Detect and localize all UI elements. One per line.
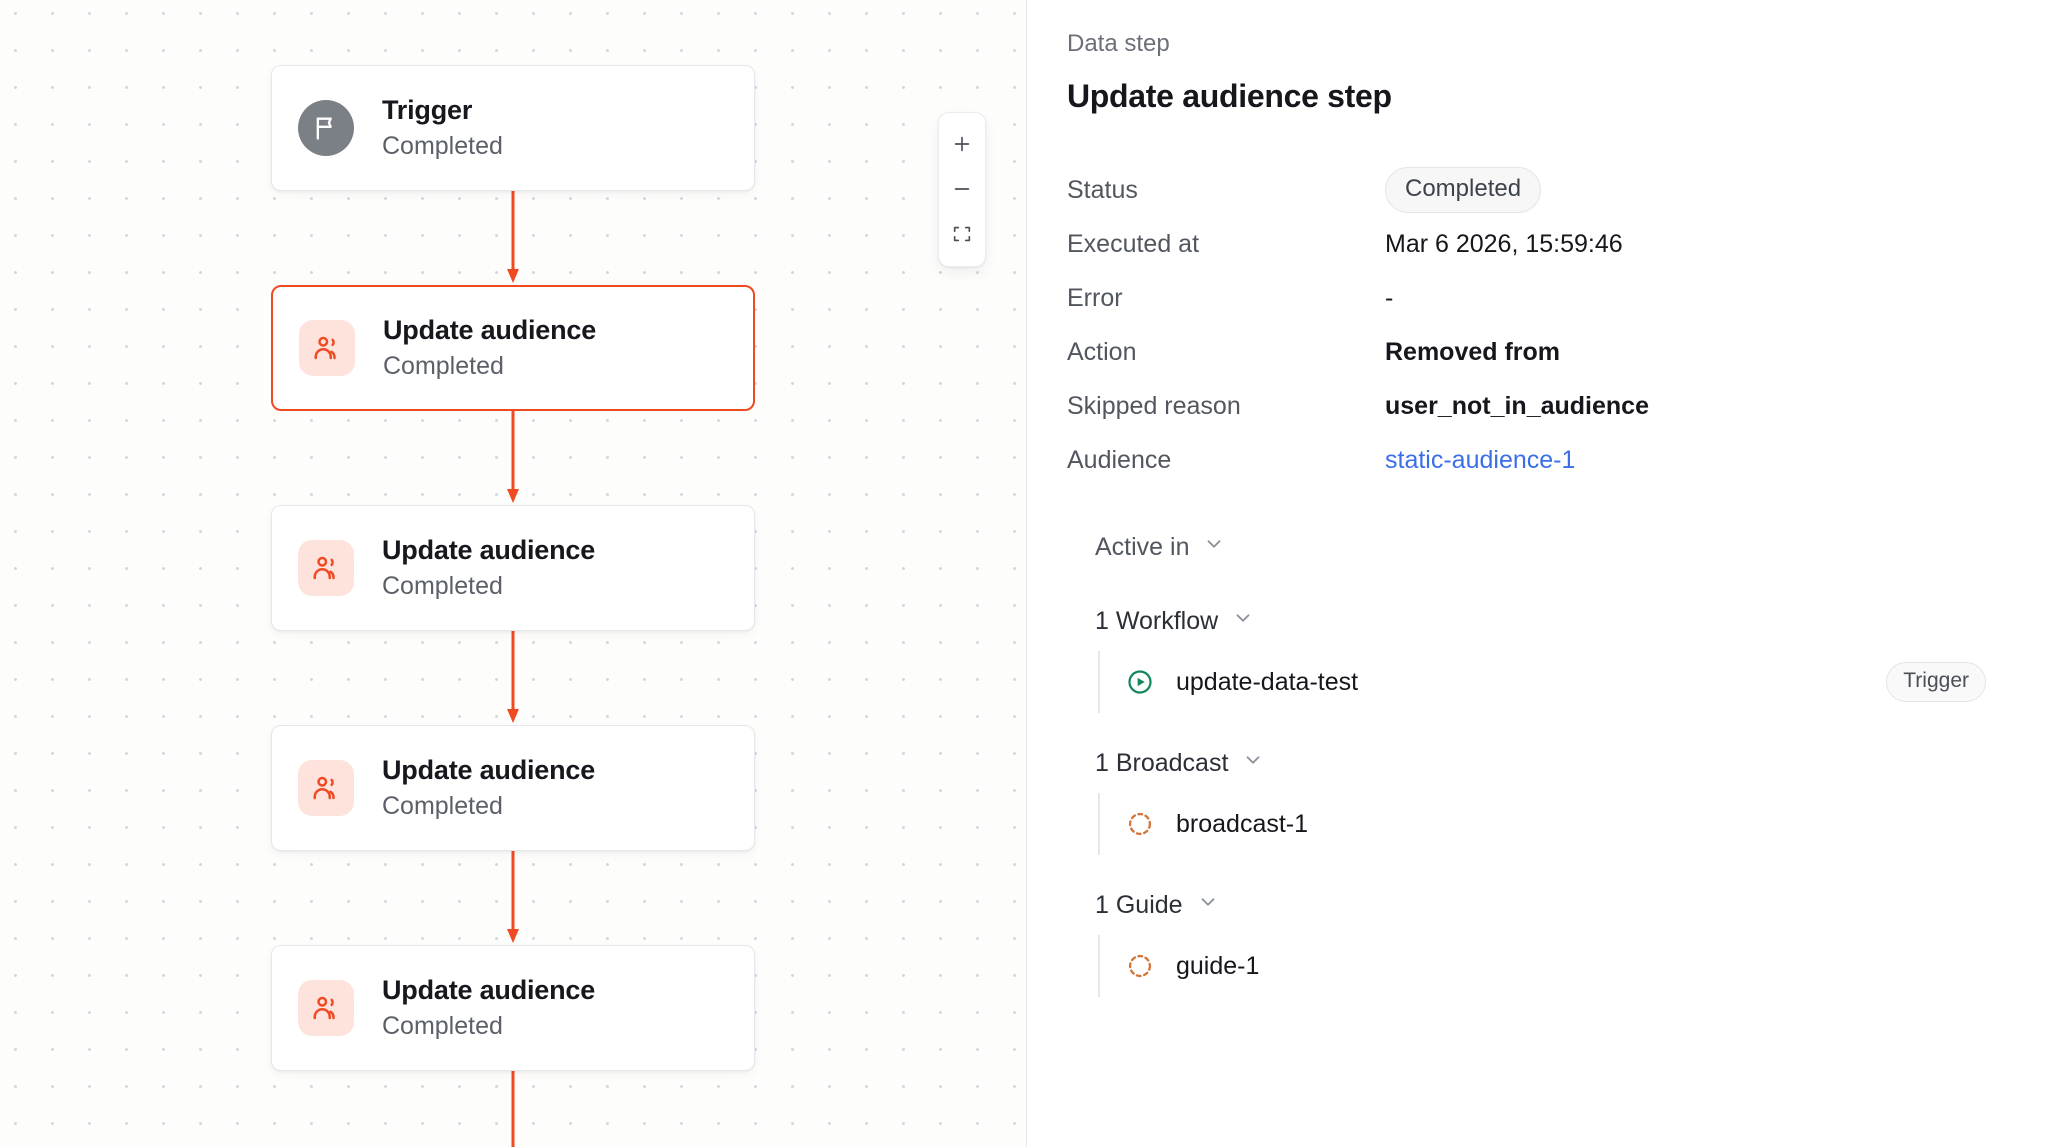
node-title: Trigger [382, 95, 473, 125]
status-badge: Completed [1385, 167, 1542, 213]
entity-tag: Trigger [1886, 662, 1986, 702]
step-detail-panel: Data step Update audience step Status Co… [1027, 0, 2048, 1147]
active-in-group-broadcast: 1 Broadcast broadcast-1 [1095, 739, 2008, 855]
node-connector [271, 411, 755, 505]
entity-name: broadcast-1 [1176, 809, 1309, 838]
fit-view-icon[interactable] [938, 211, 986, 256]
node-title: Update audience [383, 315, 597, 345]
entity-name: update-data-test [1176, 667, 1359, 696]
group-items: guide-1 [1098, 935, 2008, 997]
field-value: - [1385, 283, 1394, 312]
group-toggle-guide[interactable]: 1 Guide [1095, 881, 2008, 929]
node-status: Completed [383, 352, 504, 380]
field-label: Executed at [1067, 229, 1200, 258]
zoom-in-button[interactable] [938, 121, 986, 166]
workflow-node-trigger[interactable]: Trigger Completed [271, 65, 755, 191]
field-skipped-reason: Skipped reason user_not_in_audience [1067, 379, 2008, 433]
active-in-group-workflow: 1 Workflow update-data-test Trigger [1095, 597, 2008, 713]
active-in-section: Active in 1 Workflow [1067, 523, 2008, 997]
step-detail-fields: Status Completed Executed at Mar 6 2026,… [1067, 163, 2008, 487]
field-label: Audience [1067, 445, 1172, 474]
group-heading: 1 Workflow [1095, 606, 1219, 635]
node-status: Completed [382, 792, 503, 820]
list-item[interactable]: guide-1 [1124, 935, 2008, 997]
workflow-canvas[interactable]: Trigger Completed Update audience Comple… [0, 0, 1027, 1147]
chevron-down-icon [1203, 533, 1225, 562]
field-label: Skipped reason [1067, 391, 1241, 420]
active-in-toggle[interactable]: Active in [1095, 523, 2008, 571]
panel-kicker: Data step [1067, 30, 1170, 57]
field-executed-at: Executed at Mar 6 2026, 15:59:46 [1067, 217, 2008, 271]
field-error: Error - [1067, 271, 2008, 325]
node-status: Completed [382, 572, 503, 600]
users-icon [298, 980, 354, 1036]
flag-icon [298, 100, 354, 156]
group-items: update-data-test Trigger [1098, 651, 2008, 713]
play-circle-icon [1124, 666, 1156, 698]
page-title: Update audience step [1067, 78, 1392, 114]
field-action: Action Removed from [1067, 325, 2008, 379]
node-status: Completed [382, 132, 503, 160]
users-icon [299, 320, 355, 376]
field-label: Status [1067, 175, 1138, 204]
field-value: user_not_in_audience [1385, 391, 1649, 420]
users-icon [298, 760, 354, 816]
users-icon [298, 540, 354, 596]
field-value: Removed from [1385, 337, 1561, 366]
chevron-down-icon [1232, 607, 1254, 636]
chevron-down-icon [1197, 891, 1219, 920]
chevron-down-icon [1242, 749, 1264, 778]
audience-link[interactable]: static-audience-1 [1385, 445, 1576, 474]
group-items: broadcast-1 [1098, 793, 2008, 855]
dashed-circle-icon [1124, 808, 1156, 840]
workflow-node-update-audience-selected[interactable]: Update audience Completed [271, 285, 755, 411]
zoom-out-button[interactable] [938, 166, 986, 211]
node-connector [271, 851, 755, 945]
active-in-heading: Active in [1095, 532, 1190, 561]
workflow-node-update-audience[interactable]: Update audience Completed [271, 945, 755, 1071]
node-title: Update audience [382, 755, 596, 785]
field-audience: Audience static-audience-1 [1067, 433, 2008, 487]
workflow-node-update-audience[interactable]: Update audience Completed [271, 725, 755, 851]
field-value: Mar 6 2026, 15:59:46 [1385, 229, 1623, 258]
field-label: Error [1067, 283, 1123, 312]
node-connector [271, 631, 755, 725]
node-status: Completed [382, 1012, 503, 1040]
list-item[interactable]: update-data-test Trigger [1124, 651, 2008, 713]
dashed-circle-icon [1124, 950, 1156, 982]
group-toggle-workflow[interactable]: 1 Workflow [1095, 597, 2008, 645]
field-label: Action [1067, 337, 1137, 366]
field-status: Status Completed [1067, 163, 2008, 217]
node-title: Update audience [382, 535, 596, 565]
group-heading: 1 Guide [1095, 890, 1183, 919]
node-title: Update audience [382, 975, 596, 1005]
group-toggle-broadcast[interactable]: 1 Broadcast [1095, 739, 2008, 787]
group-heading: 1 Broadcast [1095, 748, 1229, 777]
list-item[interactable]: broadcast-1 [1124, 793, 2008, 855]
workflow-node-list: Trigger Completed Update audience Comple… [271, 0, 756, 1147]
active-in-group-guide: 1 Guide guide-1 [1095, 881, 2008, 997]
workflow-node-update-audience[interactable]: Update audience Completed [271, 505, 755, 631]
entity-name: guide-1 [1176, 951, 1260, 980]
node-connector [271, 1071, 755, 1147]
canvas-zoom-controls[interactable] [938, 112, 986, 267]
node-connector [271, 191, 755, 285]
